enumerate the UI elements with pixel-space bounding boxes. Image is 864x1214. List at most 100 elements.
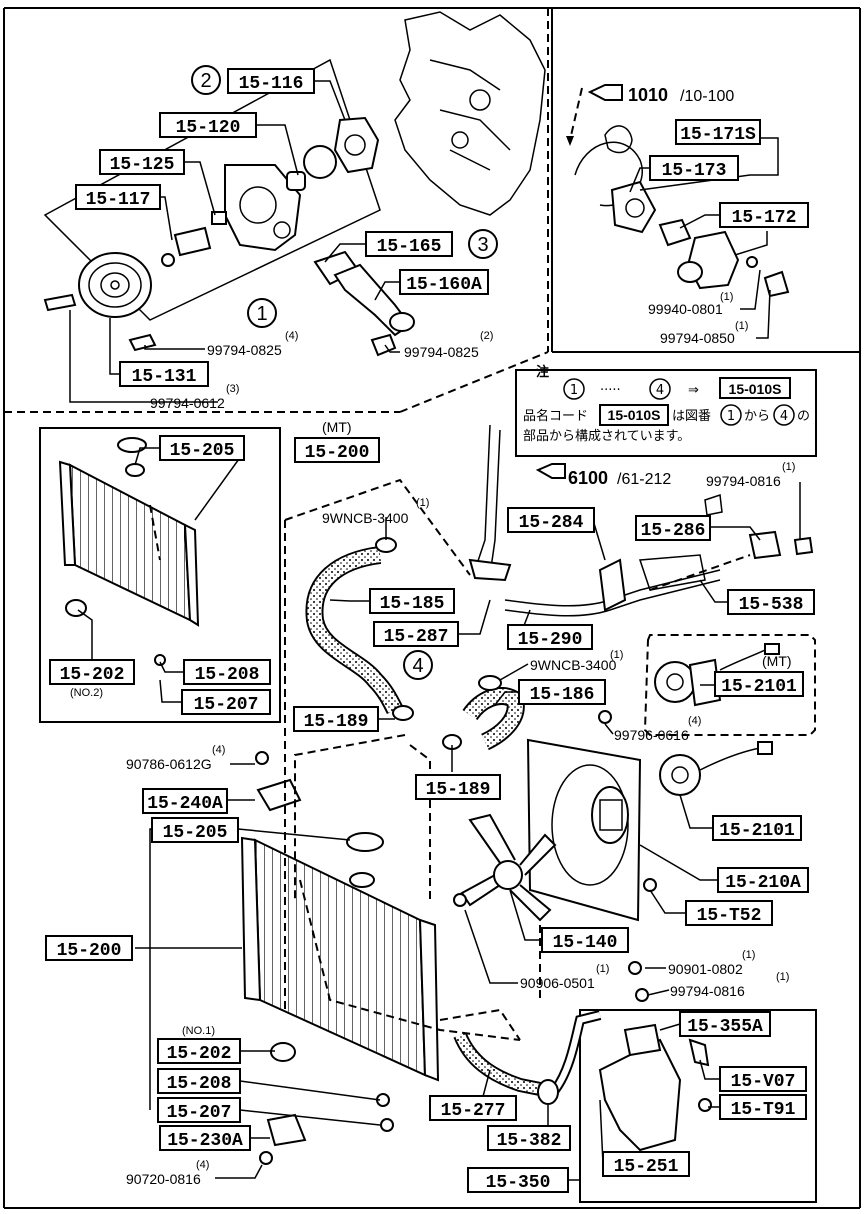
pn-99796-0616: 99796-0616 [614,727,689,743]
label-15-140: 15-140 [553,933,618,953]
qty-0612: (3) [226,383,239,395]
note-line2-a: 品名コード [523,408,588,424]
ref-6100-main: 6100 [568,468,608,488]
label-15-125: 15-125 [110,155,175,175]
label-15-205-mt: 15-205 [170,441,235,461]
bypass-pipes [468,424,814,617]
label-15-117: 15-117 [86,190,151,210]
qty-0501: (1) [596,963,609,975]
label-15-2101-mt: 15-2101 [721,677,797,697]
pn-9wncb-3400-b: 9WNCB-3400 [530,657,617,673]
ref-1010: 1010 /10-100 [566,84,734,146]
pn-99794-0612: 99794-0612 [150,395,225,411]
pulley [43,252,157,352]
label-15-350: 15-350 [486,1173,551,1193]
note-circle-1: 1 [570,383,578,398]
note2-circle-4: 4 [780,409,788,424]
label-15-160A: 15-160A [406,275,482,295]
note2-circle-1: 1 [727,409,735,424]
boxed-labels: 15-116 15-120 15-125 15-117 15-165 15-16… [45,68,815,1193]
label-15-185: 15-185 [380,594,445,614]
note-title: 注 [536,364,549,380]
pn-90786-0612G: 90786-0612G [126,756,212,772]
note-line3: 部品から構成されています。 [523,429,690,444]
main-radiator [240,751,440,1165]
label-15-116: 15-116 [239,74,304,94]
pn-90901-0802: 90901-0802 [668,961,743,977]
ref-1010-main: 1010 [628,85,668,105]
callout-2-text: 2 [200,70,211,92]
pn-9wncb-3400-a: 9WNCB-3400 [322,510,409,526]
ref-1010-sub: /10-100 [680,88,734,105]
dashed-leaders [149,478,751,1041]
pn-99940-0801: 99940-0801 [648,301,723,317]
pn-90906-0501: 90906-0501 [520,975,595,991]
pn-90720-0816: 90720-0816 [126,1171,201,1187]
label-15-200-mt: 15-200 [305,443,370,463]
variant-no2: (NO.2) [70,687,103,699]
label-15-287: 15-287 [384,627,449,647]
callout-3-text: 3 [477,234,488,256]
label-15-208-mt: 15-208 [195,665,260,685]
label-15-172: 15-172 [732,208,797,228]
variant-no1: (NO.1) [182,1025,215,1037]
ref-6100: 6100 /61-212 [535,463,671,488]
label-15-131: 15-131 [132,367,197,387]
label-15-V07: 15-V07 [731,1072,796,1092]
label-15-202-main: 15-202 [167,1044,232,1064]
label-15-202-mt: 15-202 [60,665,125,685]
label-15-186: 15-186 [530,685,595,705]
label-15-277: 15-277 [441,1101,506,1121]
callout-circle-1 [247,298,277,328]
cooling-fan [453,813,557,922]
qty-0850: (1) [735,320,748,332]
circle-callouts: 2 1 3 4 [191,65,498,680]
ref-6100-sub: /61-212 [617,471,671,488]
note-label-15-010S-2: 15-010S [608,407,661,423]
callout-4-text: 4 [412,655,423,677]
variant-mt-motor: (MT) [762,653,792,669]
mt-fan-motor [643,634,816,736]
pn-99794-0816-b: 99794-0816 [670,983,745,999]
qty-0801: (1) [720,291,733,303]
note-dots: ····· [600,383,621,398]
label-15-T52: 15-T52 [697,906,762,926]
label-15-284: 15-284 [519,513,584,533]
pn-99794-0825-a: 99794-0825 [207,342,282,358]
qty-9wncb-b: (1) [610,649,623,661]
qty-0616: (4) [688,715,701,727]
label-15-171S: 15-171S [680,125,756,145]
pn-99794-0850: 99794-0850 [660,330,735,346]
label-15-120: 15-120 [176,118,241,138]
note-label-15-010S: 15-010S [729,381,782,397]
mt-radiator-box [39,427,281,723]
water-outlet-pipe [313,250,415,357]
label-15-210A: 15-210A [725,873,801,893]
label-15-189-b: 15-189 [426,780,491,800]
callout-circle-2 [191,65,221,95]
pn-99794-0825-b: 99794-0825 [404,344,479,360]
hoses [305,537,525,751]
label-15-382: 15-382 [497,1131,562,1151]
note-circle-4: 4 [656,383,664,398]
coolant-reservoir [453,961,817,1203]
label-15-230A: 15-230A [167,1131,243,1151]
plain-part-numbers: 99794-0825 (4) 99794-0825 (2) 99794-0612… [70,291,795,1187]
hand-pointer-icon [535,463,566,479]
callout-1-text: 1 [256,303,267,325]
note-arrow: ⇒ [688,383,699,398]
variant-mt-radiator: (MT) [322,419,352,435]
hand-pointer-icon [587,84,623,101]
qty-0816-b: (1) [776,971,789,983]
label-15-207-mt: 15-207 [194,695,259,715]
label-15-2101: 15-2101 [719,821,795,841]
label-15-251: 15-251 [614,1157,679,1177]
label-15-207-main: 15-207 [167,1103,232,1123]
label-15-189-a: 15-189 [304,712,369,732]
frame [3,7,861,1209]
note-box: 注 1 ····· 4 ⇒ 15-010S 品名コード 15-010S は図番 … [515,364,817,457]
label-15-165: 15-165 [377,237,442,257]
qty-0825-a: (4) [285,330,298,342]
label-15-205-main: 15-205 [163,823,228,843]
